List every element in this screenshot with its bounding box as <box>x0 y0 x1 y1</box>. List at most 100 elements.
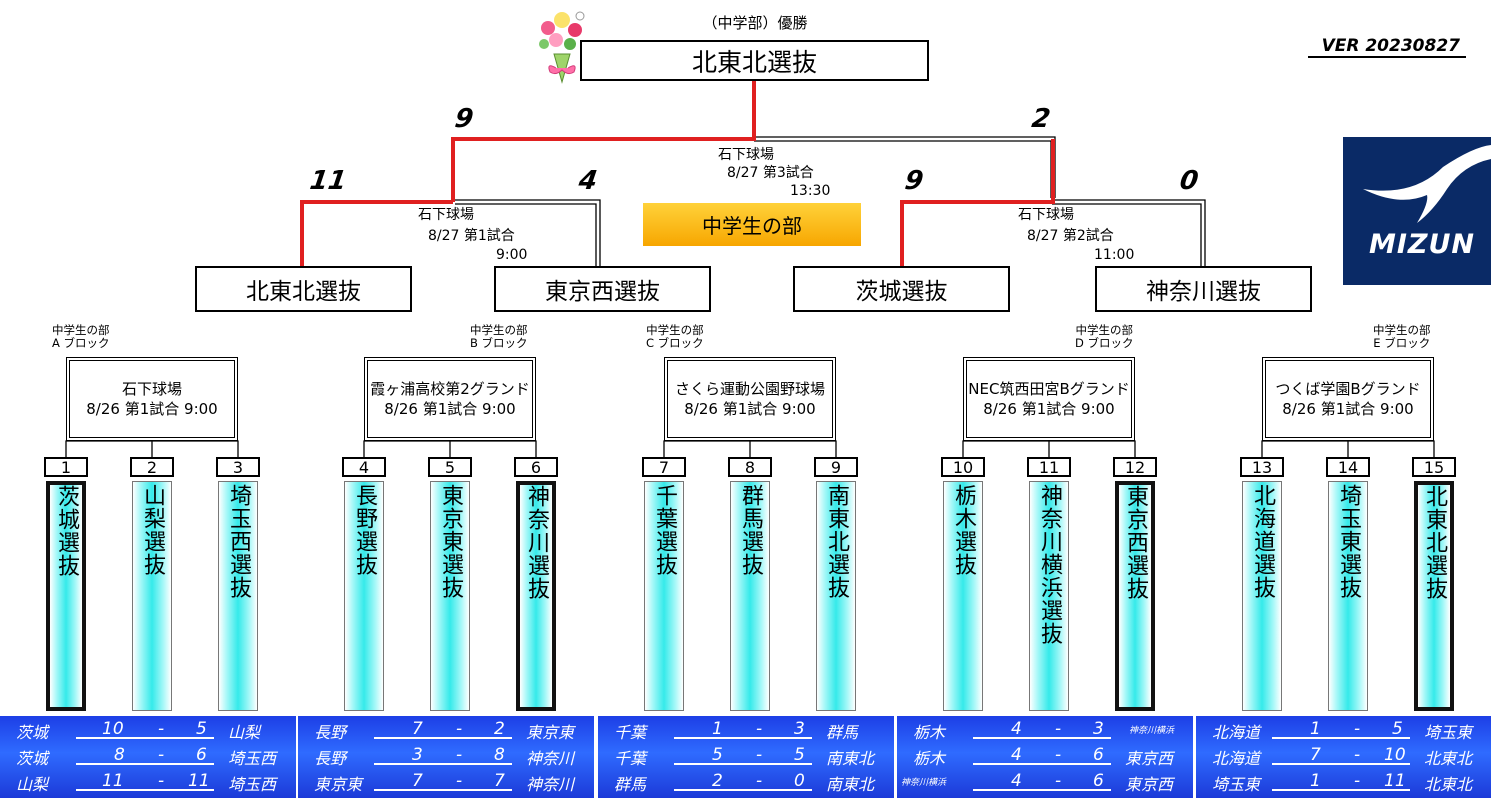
team-name: 東京東選抜 <box>438 484 463 599</box>
result-separator: - <box>756 719 763 739</box>
seed-number: 1 <box>44 457 88 477</box>
division-banner: 中学生の部 <box>643 203 861 246</box>
team-name: 埼玉西選抜 <box>226 484 251 599</box>
result-underline <box>973 737 1111 739</box>
result-away-score: 6 <box>196 745 207 765</box>
result-away: 北東北 <box>1424 775 1473 794</box>
result-home-score: 4 <box>1011 771 1022 791</box>
result-home-score: 1 <box>712 719 723 739</box>
result-away-score: 6 <box>1093 745 1104 765</box>
team-column: 神奈川横浜選抜 <box>1029 481 1069 711</box>
result-underline <box>1272 789 1410 791</box>
result-underline <box>674 737 812 739</box>
result-separator: - <box>756 745 763 765</box>
seed-number: 2 <box>130 457 174 477</box>
result-underline <box>1272 737 1410 739</box>
bouquet-icon <box>530 2 594 86</box>
result-home: 茨城 <box>16 723 49 742</box>
team-name: 神奈川選抜 <box>524 485 549 600</box>
team-column: 埼玉西選抜 <box>218 481 258 711</box>
final-time: 13:30 <box>790 183 831 199</box>
result-home-score: 4 <box>1011 745 1022 765</box>
result-away-score: 5 <box>1392 719 1403 739</box>
result-away: 東京西 <box>1125 775 1174 794</box>
team-name: 南東北選抜 <box>824 484 849 599</box>
result-away-score: 10 <box>1384 745 1406 765</box>
block-division: 中学生の部 <box>52 323 110 337</box>
team-column: 群馬選抜 <box>730 481 770 711</box>
block-name: D ブロック <box>1075 336 1134 350</box>
result-underline <box>374 737 512 739</box>
result-away-score: 7 <box>494 771 505 791</box>
team-name: 東京西選抜 <box>1123 485 1148 600</box>
team-column: 神奈川選抜 <box>516 481 556 711</box>
seed-number: 4 <box>342 457 386 477</box>
result-home: 長野 <box>314 749 347 768</box>
result-away: 東京東 <box>526 723 575 742</box>
team-name: 山梨選抜 <box>140 484 165 576</box>
result-underline <box>1272 763 1410 765</box>
result-separator: - <box>158 771 165 791</box>
result-separator: - <box>756 771 763 791</box>
block-division: 中学生の部 <box>470 323 528 337</box>
result-home-score: 1 <box>1310 771 1321 791</box>
result-separator: - <box>1354 771 1361 791</box>
result-home: 栃木 <box>913 723 946 742</box>
team-column: 茨城選抜 <box>46 481 86 711</box>
block-venue: つくば学園Bグランド <box>1275 380 1421 398</box>
team-name: 北海道選抜 <box>1250 484 1275 599</box>
seed-number: 14 <box>1326 457 1370 477</box>
team-name: 埼玉東選抜 <box>1336 484 1361 599</box>
result-home-score: 11 <box>102 771 124 791</box>
result-home: 栃木 <box>913 749 946 768</box>
seed-number: 6 <box>514 457 558 477</box>
result-home-score: 8 <box>114 745 125 765</box>
team-column: 北東北選抜 <box>1414 481 1454 711</box>
semi-team-box: 北東北選抜 <box>195 266 412 312</box>
result-away-score: 2 <box>494 719 505 739</box>
seed-number: 7 <box>642 457 686 477</box>
seed-number: 8 <box>728 457 772 477</box>
block-division: 中学生の部 <box>646 323 704 337</box>
block-venue: さくら運動公園野球場 <box>674 380 825 398</box>
team-column: 千葉選抜 <box>644 481 684 711</box>
block-division: 中学生の部 <box>1075 323 1134 337</box>
semi1-time: 9:00 <box>496 247 528 263</box>
block-name: E ブロック <box>1373 336 1431 350</box>
final-heading: （中学部）優勝 <box>702 14 808 32</box>
result-separator: - <box>456 771 463 791</box>
result-separator: - <box>1055 771 1062 791</box>
result-away: 埼玉西 <box>228 749 277 768</box>
final-venue: 石下球場 <box>718 147 774 163</box>
result-away-score: 6 <box>1093 771 1104 791</box>
result-home-score: 4 <box>1011 719 1022 739</box>
result-home: 長野 <box>314 723 347 742</box>
team-name: 茨城選抜 <box>54 485 79 577</box>
semi1-score-left: 11 <box>307 166 349 196</box>
result-away: 北東北 <box>1424 749 1473 768</box>
block-division: 中学生の部 <box>1373 323 1431 337</box>
result-away: 東京西 <box>1125 749 1174 768</box>
result-away-score: 8 <box>494 745 505 765</box>
block-date-time: 8/26 第1試合 9:00 <box>684 400 816 418</box>
result-underline <box>76 763 214 765</box>
result-away: 山梨 <box>228 723 261 742</box>
seed-number: 15 <box>1412 457 1456 477</box>
team-column: 北海道選抜 <box>1242 481 1282 711</box>
